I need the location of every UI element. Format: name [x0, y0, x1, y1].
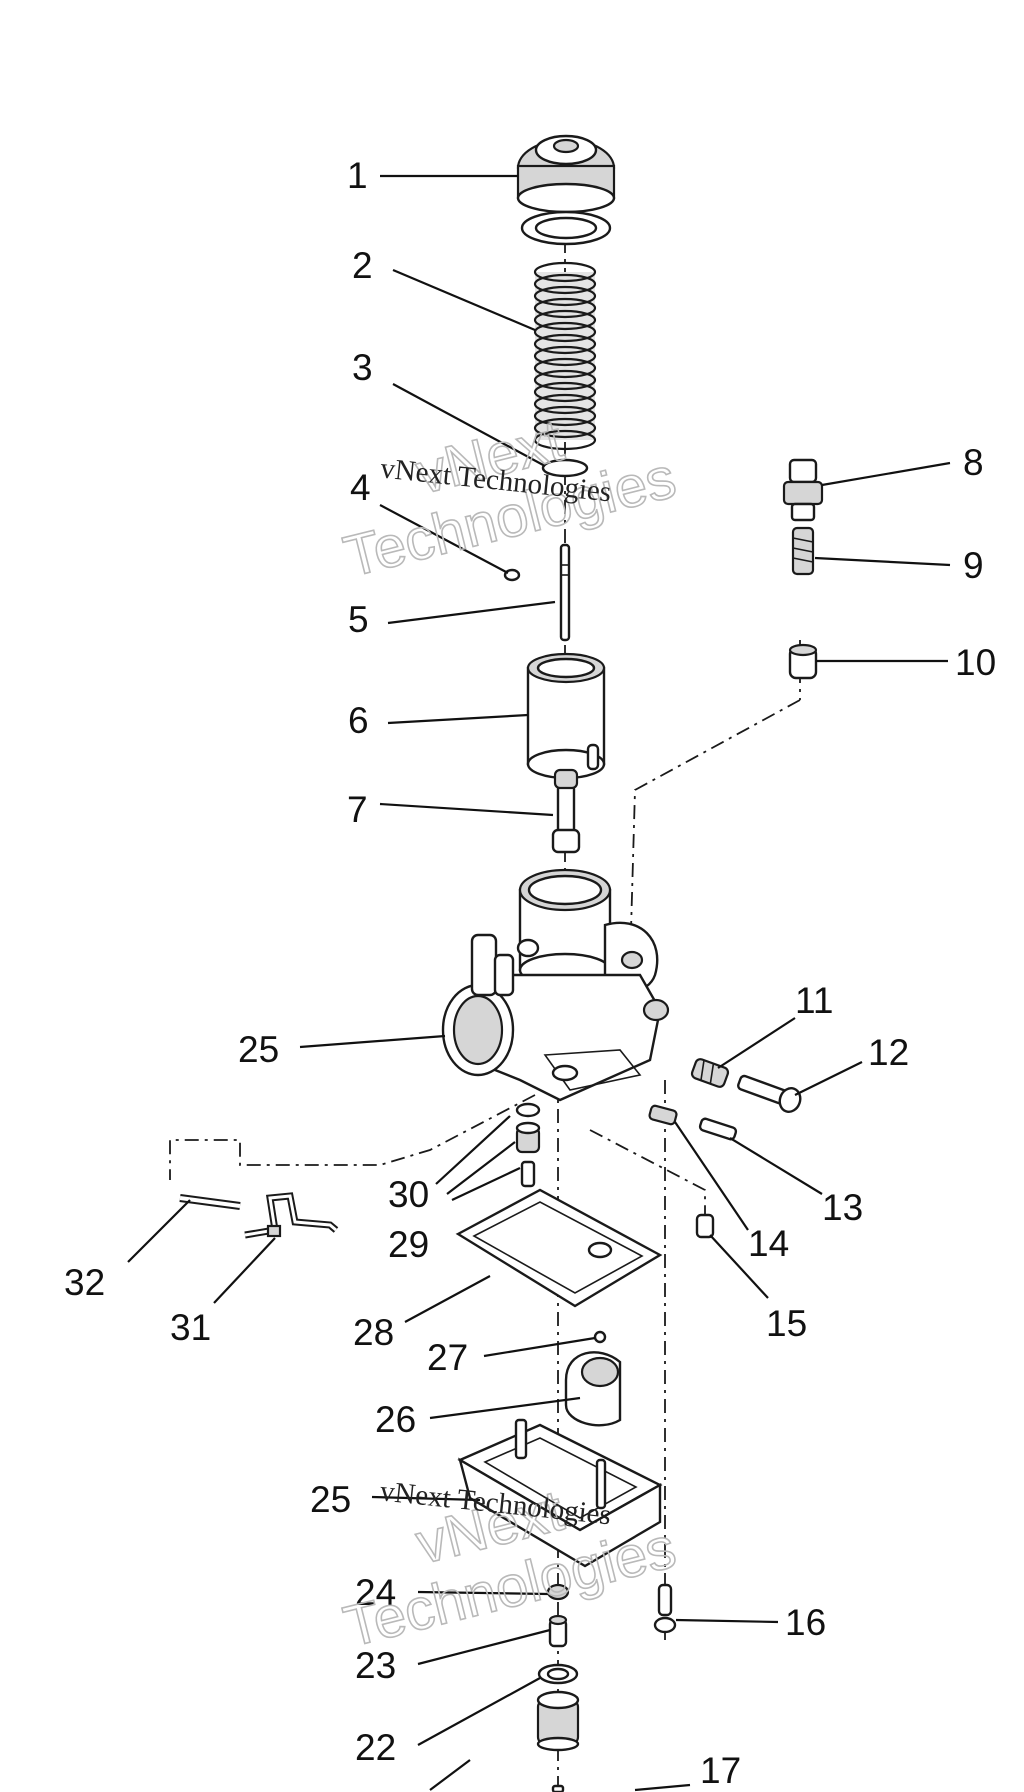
callout-24: 24 — [355, 1572, 396, 1613]
part-27-pin — [593, 1330, 607, 1344]
part-11-spring — [690, 1058, 730, 1088]
part-7-needle-jet — [551, 768, 581, 854]
callout-10: 10 — [955, 642, 996, 683]
part-12-adjust-screw — [737, 1074, 802, 1113]
callout-27: 27 — [427, 1337, 468, 1378]
part-25-float-bowl — [457, 1418, 663, 1568]
part-17-component — [551, 1784, 565, 1792]
part-10-plunger — [788, 643, 818, 680]
callout-6: 6 — [348, 700, 369, 741]
routing-line-31-32 — [169, 1094, 536, 1180]
callout-7: 7 — [347, 789, 368, 830]
callout-31: 31 — [170, 1307, 211, 1348]
part-9-spring — [791, 526, 815, 576]
callout-32: 32 — [64, 1262, 105, 1303]
callout-14: 14 — [748, 1223, 789, 1264]
callout-28: 28 — [353, 1312, 394, 1353]
part-24-o-ring — [546, 1583, 570, 1601]
part-29-pilot-jet — [520, 1160, 536, 1188]
callout-25-bowl: 25 — [310, 1479, 351, 1520]
callout-11: 11 — [795, 980, 833, 1021]
part-32-vent-tube — [179, 1194, 241, 1210]
part-22-washer — [537, 1663, 579, 1685]
callout-9: 9 — [963, 545, 984, 586]
callout-1: 1 — [347, 155, 368, 196]
callout-12: 12 — [868, 1032, 909, 1073]
part-3-clip-plate — [541, 458, 589, 478]
callout-16: 16 — [785, 1602, 826, 1643]
callout-29: 29 — [388, 1224, 429, 1265]
callout-22: 22 — [355, 1727, 396, 1768]
callout-labels: 1 2 3 4 5 6 7 8 9 10 11 12 13 14 15 16 1… — [64, 155, 996, 1791]
callout-3: 3 — [352, 347, 373, 388]
callout-30: 30 — [388, 1174, 429, 1215]
part-13-screw — [698, 1117, 738, 1141]
part-23-main-jet — [548, 1614, 568, 1648]
part-21-drain-plug — [536, 1690, 580, 1752]
leader-lines — [127, 174, 951, 1792]
callout-17: 17 — [700, 1750, 741, 1791]
routing-line-15 — [589, 1129, 706, 1235]
part-1-top-cap — [516, 134, 616, 214]
callout-15: 15 — [766, 1303, 807, 1344]
part-31-vent-tube — [244, 1192, 339, 1239]
callout-4: 4 — [350, 467, 371, 508]
part-14-spring — [648, 1104, 678, 1126]
part-30-jet — [515, 1102, 541, 1154]
callout-2: 2 — [352, 245, 373, 286]
callout-13: 13 — [822, 1187, 863, 1228]
part-2-spring — [533, 261, 597, 451]
callout-26: 26 — [375, 1399, 416, 1440]
watermark-upper: vNext Technologies vNext Technologies — [337, 407, 683, 590]
part-28-gasket — [455, 1188, 663, 1308]
callout-5: 5 — [348, 599, 369, 640]
part-16-bowl-screw — [653, 1583, 677, 1634]
part-15-plug — [695, 1213, 715, 1239]
callout-23: 23 — [355, 1645, 396, 1686]
carburetor-body — [441, 868, 670, 1102]
washer-under-cap — [520, 210, 612, 246]
part-8-fitting — [782, 458, 824, 522]
routing-line-8-10 — [629, 699, 801, 966]
part-26-float — [564, 1351, 622, 1427]
part-5-jet-needle — [559, 543, 571, 642]
callout-8: 8 — [963, 442, 984, 483]
callout-25-throat: 25 — [238, 1029, 279, 1070]
part-4-e-clip — [503, 568, 521, 582]
part-6-throttle-slide — [526, 652, 606, 780]
